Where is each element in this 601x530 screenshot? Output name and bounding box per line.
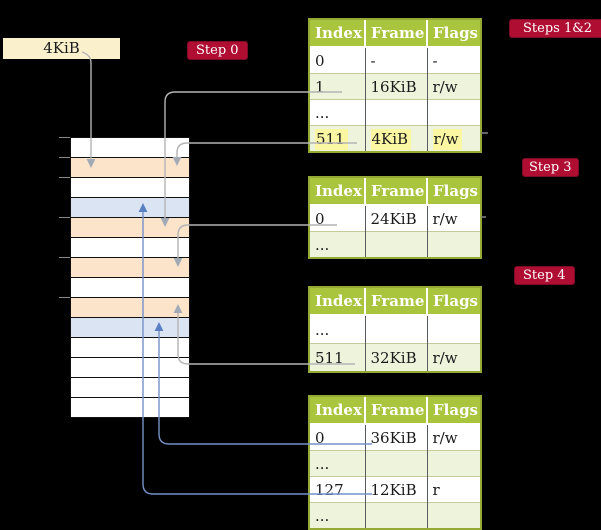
cell-index: ... bbox=[310, 99, 366, 126]
memory-frame-row bbox=[71, 358, 189, 378]
table-row-highlighted: 511 4KiB r/w bbox=[310, 125, 480, 151]
cell-frame bbox=[365, 315, 428, 344]
cell-frame: 24KiB bbox=[365, 205, 428, 232]
cell-frame: 12KiB bbox=[365, 476, 428, 503]
cell-flags: - bbox=[427, 47, 480, 74]
stack-ticks bbox=[59, 137, 71, 417]
cell-index: 1 bbox=[310, 73, 366, 100]
frame-address-label: 4KiB bbox=[3, 38, 120, 59]
table-row: 0 24KiB r/w bbox=[310, 205, 480, 232]
address-tick bbox=[59, 257, 70, 258]
memory-frame-row bbox=[71, 378, 189, 398]
memory-frame-row bbox=[71, 278, 189, 298]
badge-steps-1-2: Steps 1&2 bbox=[509, 19, 601, 38]
column-header-flags: Flags bbox=[427, 288, 480, 316]
cell-flags bbox=[427, 502, 480, 528]
header-row: Index Frame Flags bbox=[310, 178, 480, 206]
cell-flags bbox=[427, 231, 480, 257]
memory-frame-row bbox=[71, 158, 189, 178]
column-header-flags: Flags bbox=[427, 397, 480, 425]
cell-index: 511 bbox=[310, 125, 366, 151]
cell-index: 0 bbox=[310, 205, 366, 232]
cell-index: ... bbox=[310, 231, 366, 257]
cell-frame: 4KiB bbox=[365, 125, 428, 151]
badge-step-4: Step 4 bbox=[514, 266, 575, 285]
physical-memory-stack bbox=[70, 137, 190, 418]
cell-flags: r bbox=[427, 476, 480, 503]
table-row: 511 32KiB r/w bbox=[310, 343, 480, 371]
highlight: 4KiB bbox=[370, 128, 412, 150]
cell-frame: 32KiB bbox=[365, 343, 428, 371]
column-header-frame: Frame bbox=[365, 178, 428, 206]
highlight: r/w bbox=[432, 128, 462, 150]
badge-step-3: Step 3 bbox=[522, 158, 579, 177]
memory-frame-row bbox=[71, 298, 189, 318]
cell-flags: r/w bbox=[427, 205, 480, 232]
column-header-frame: Frame bbox=[365, 397, 428, 425]
column-header-flags: Flags bbox=[427, 20, 480, 48]
badge-step-0: Step 0 bbox=[187, 41, 248, 60]
cell-frame: 16KiB bbox=[365, 73, 428, 100]
address-tick bbox=[59, 137, 70, 138]
memory-frame-row bbox=[71, 338, 189, 358]
table-row: ... bbox=[310, 315, 480, 344]
address-tick bbox=[59, 177, 70, 178]
memory-frame-row bbox=[71, 138, 189, 158]
cell-flags bbox=[427, 450, 480, 477]
table-row: 0 - - bbox=[310, 47, 480, 74]
header-row: Index Frame Flags bbox=[310, 20, 480, 48]
column-header-index: Index bbox=[310, 288, 366, 316]
column-header-index: Index bbox=[310, 397, 366, 425]
header-row: Index Frame Flags bbox=[310, 397, 480, 425]
memory-frame-row bbox=[71, 318, 189, 338]
cell-flags: r/w bbox=[427, 424, 480, 451]
highlight: 511 bbox=[315, 128, 348, 150]
cell-frame bbox=[365, 99, 428, 126]
memory-frame-row bbox=[71, 398, 189, 418]
memory-frame-row bbox=[71, 258, 189, 278]
cell-frame bbox=[365, 231, 428, 257]
column-header-index: Index bbox=[310, 20, 366, 48]
column-header-flags: Flags bbox=[427, 178, 480, 206]
cell-frame: 36KiB bbox=[365, 424, 428, 451]
cell-index: ... bbox=[310, 450, 366, 477]
cell-frame bbox=[365, 502, 428, 528]
cell-index: 511 bbox=[310, 343, 366, 371]
cell-frame bbox=[365, 450, 428, 477]
cell-flags bbox=[427, 315, 480, 344]
table-row: 127 12KiB r bbox=[310, 476, 480, 503]
cell-index: 0 bbox=[310, 424, 366, 451]
address-tick bbox=[59, 157, 70, 158]
page-table-step3: Index Frame Flags 0 24KiB r/w ... bbox=[308, 176, 482, 259]
cell-flags: r/w bbox=[427, 125, 480, 151]
column-header-frame: Frame bbox=[365, 288, 428, 316]
memory-frame-row bbox=[71, 238, 189, 258]
cell-flags: r/w bbox=[427, 343, 480, 371]
address-tick bbox=[59, 217, 70, 218]
table-row: ... bbox=[310, 99, 480, 126]
cell-flags: r/w bbox=[427, 73, 480, 100]
table-row: 0 36KiB r/w bbox=[310, 424, 480, 451]
page-table-steps12: Index Frame Flags 0 - - 1 16KiB r/w ... … bbox=[308, 18, 482, 153]
cell-index: 0 bbox=[310, 47, 366, 74]
page-table-final: Index Frame Flags 0 36KiB r/w ... 127 12… bbox=[308, 395, 482, 530]
memory-frame-row bbox=[71, 218, 189, 238]
cell-flags bbox=[427, 99, 480, 126]
table-row: ... bbox=[310, 450, 480, 477]
cell-index: ... bbox=[310, 315, 366, 344]
column-header-frame: Frame bbox=[365, 20, 428, 48]
page-table-step4: Index Frame Flags ... 511 32KiB r/w bbox=[308, 286, 482, 373]
header-row: Index Frame Flags bbox=[310, 288, 480, 316]
memory-frame-row bbox=[71, 178, 189, 198]
column-header-index: Index bbox=[310, 178, 366, 206]
cell-frame: - bbox=[365, 47, 428, 74]
memory-frame-row bbox=[71, 198, 189, 218]
cell-index: ... bbox=[310, 502, 366, 528]
table-row: ... bbox=[310, 231, 480, 257]
address-tick bbox=[59, 297, 70, 298]
cell-index: 127 bbox=[310, 476, 366, 503]
table-row: 1 16KiB r/w bbox=[310, 73, 480, 100]
table-row: ... bbox=[310, 502, 480, 528]
